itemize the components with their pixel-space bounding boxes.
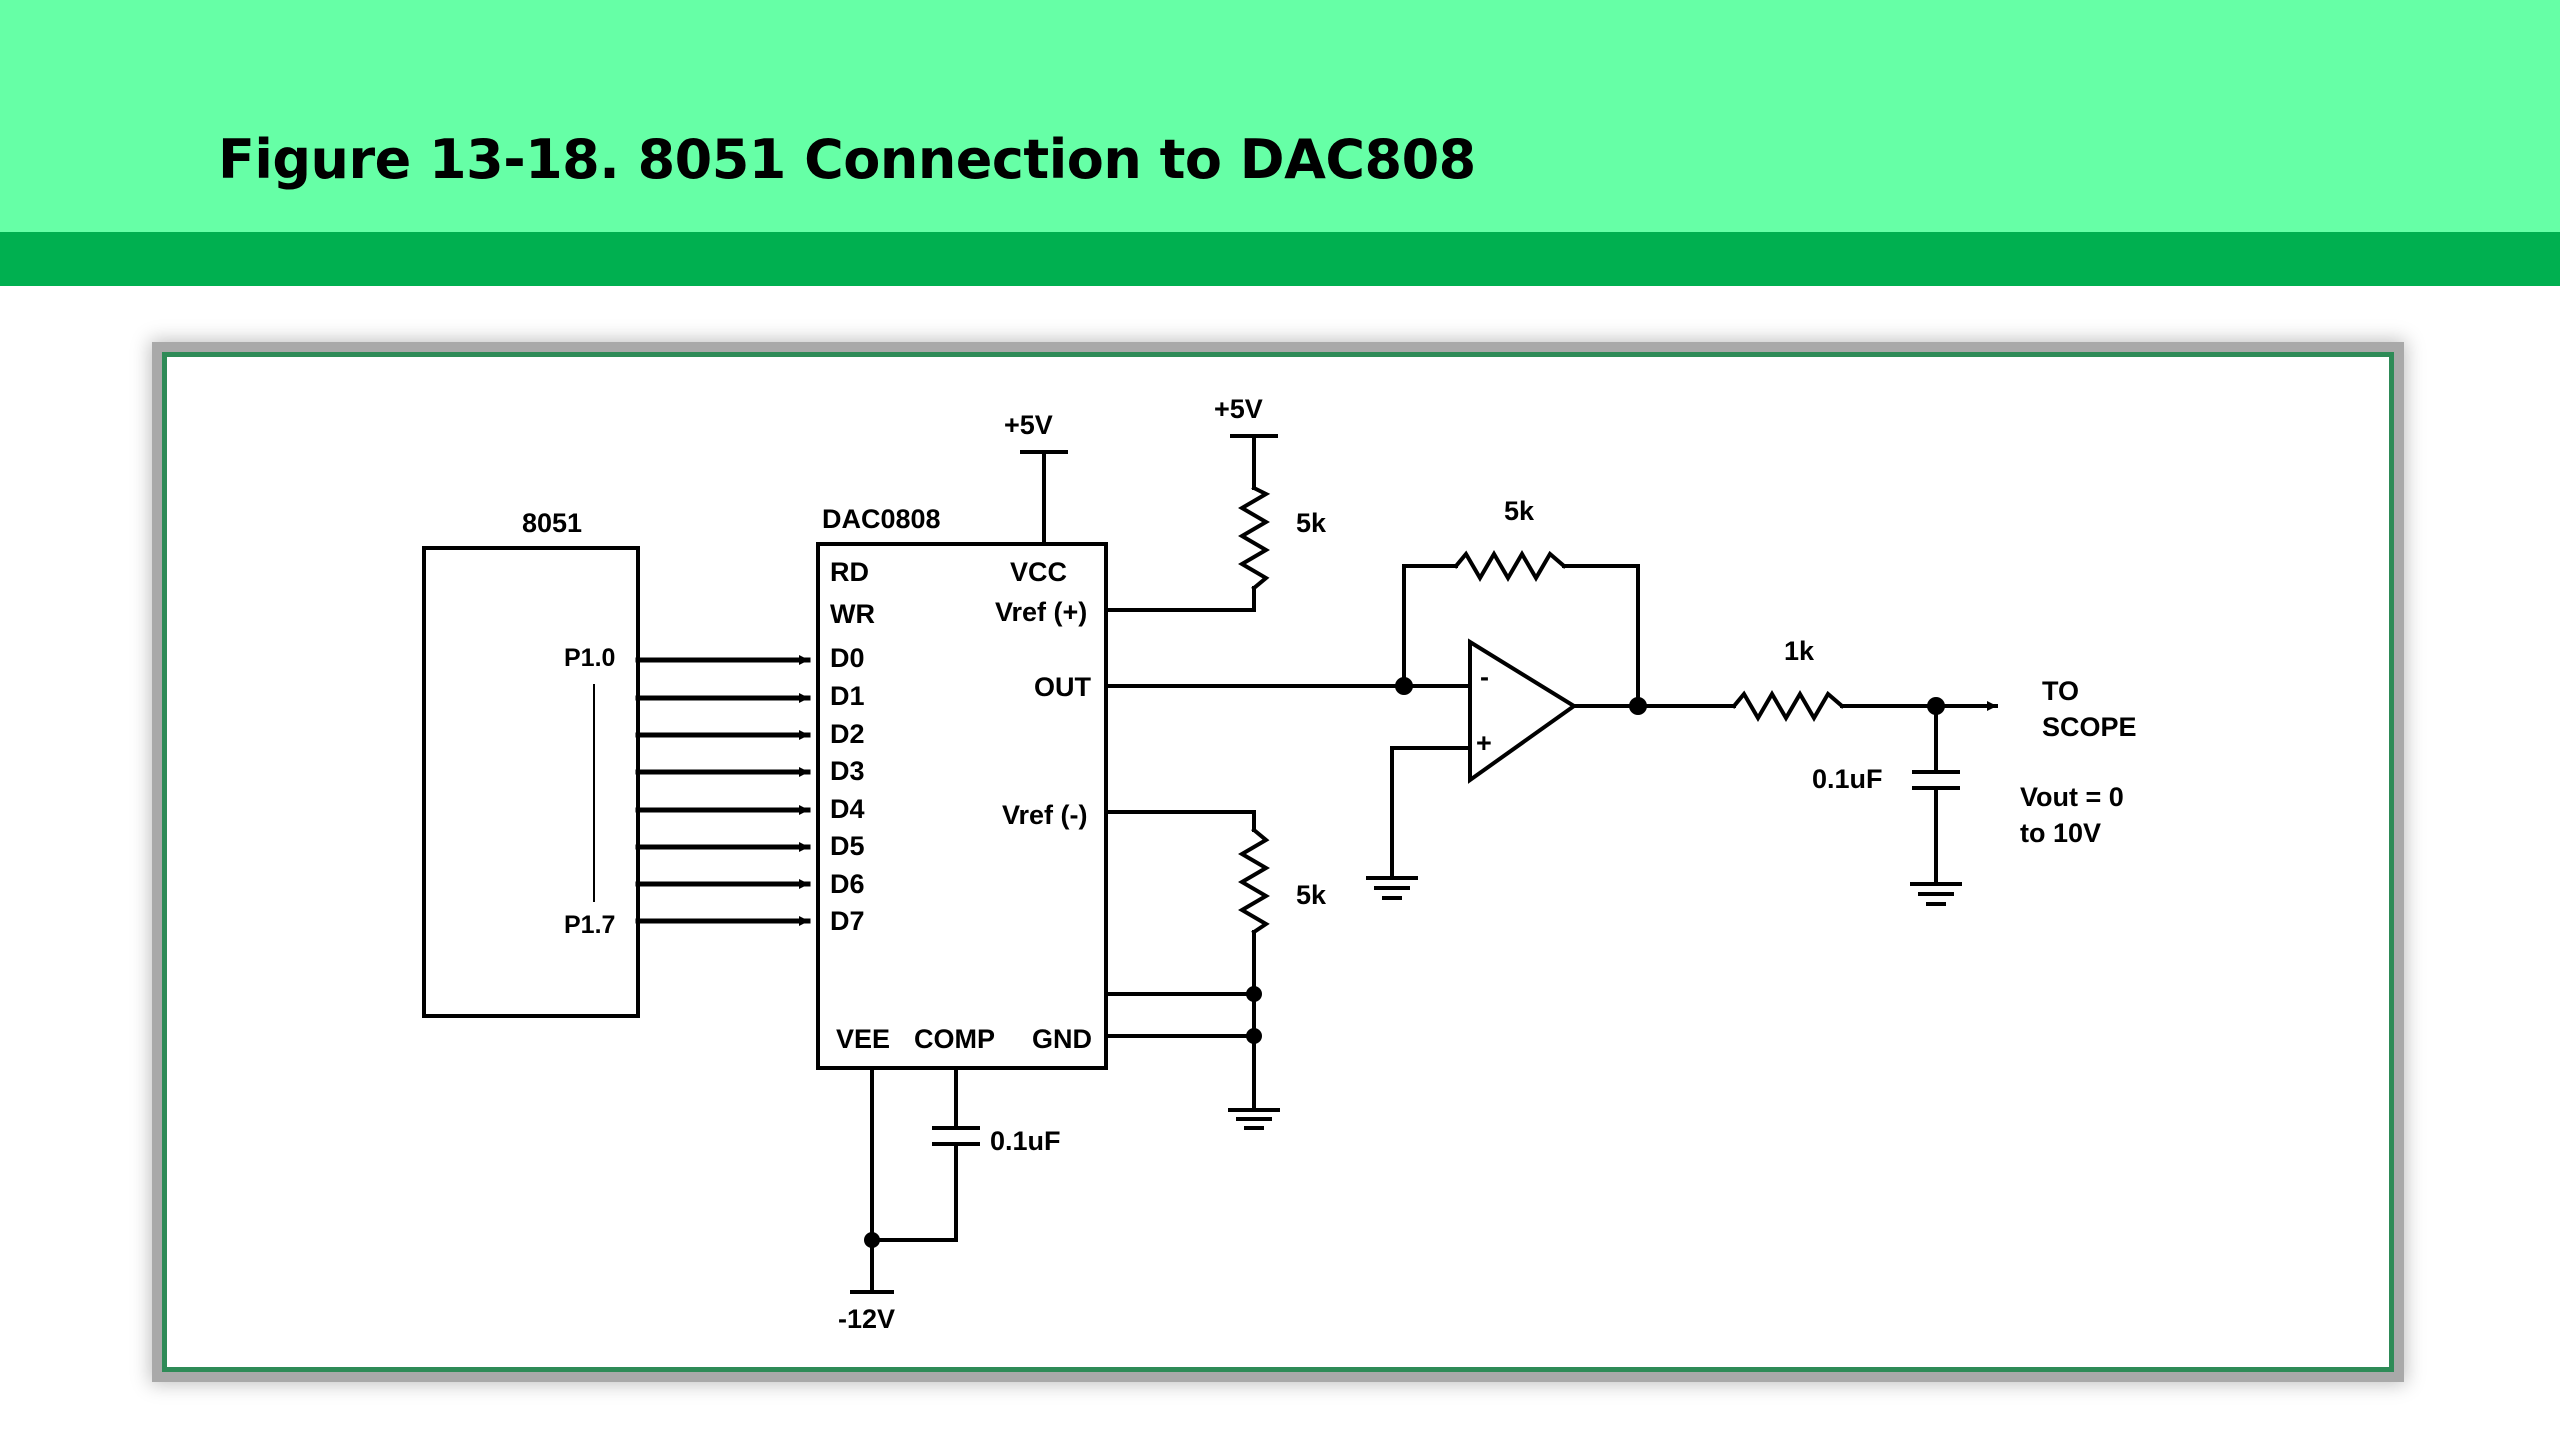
data-bus-arrows [635, 655, 811, 926]
dac-pin-rd: RD [830, 557, 869, 587]
dac-pin-d0: D0 [830, 643, 865, 673]
to-scope-label-line2: SCOPE [2042, 712, 2137, 742]
mcu-8051-block [422, 546, 640, 1018]
vref-neg-resistor-label: 5k [1296, 880, 1327, 910]
output-rc-filter [1731, 690, 1998, 906]
opamp-symbol [1366, 638, 1736, 900]
dac-pin-wr: WR [830, 599, 875, 629]
vee-supply-label: -12V [838, 1304, 895, 1334]
vcc-supply-label: +5V [1004, 410, 1053, 440]
comp-capacitor-label: 0.1uF [990, 1126, 1061, 1156]
feedback-resistor-label: 5k [1504, 496, 1535, 526]
vee-comp-network [850, 1066, 980, 1294]
dac-pin-out: OUT [1034, 672, 1092, 702]
vref-pos-supply-label: +5V [1214, 394, 1263, 424]
mcu-8051-label: 8051 [522, 508, 582, 538]
dac-pin-d2: D2 [830, 719, 865, 749]
vref-neg-network [1104, 810, 1280, 1130]
opamp-plus-label: + [1476, 728, 1492, 758]
dac0808-label: DAC0808 [822, 504, 941, 534]
header-band [0, 0, 2560, 232]
vcc-supply [1020, 450, 1068, 546]
dac-pin-gnd: GND [1032, 1024, 1092, 1054]
dac-pin-vref-neg: Vref (-) [1002, 800, 1088, 830]
to-scope-label-line1: TO [2042, 676, 2079, 706]
opamp-minus-label: - [1480, 662, 1489, 692]
mcu-pin-p1-7: P1.7 [564, 911, 615, 939]
vout-range-line1: Vout = 0 [2020, 782, 2124, 812]
dac-pin-vcc: VCC [1010, 557, 1067, 587]
dac-pin-d4: D4 [830, 794, 865, 824]
dac-pin-d5: D5 [830, 831, 865, 861]
dac-pin-d6: D6 [830, 869, 865, 899]
vref-pos-resistor-label: 5k [1296, 508, 1327, 538]
output-capacitor-label: 0.1uF [1812, 764, 1883, 794]
dac-pin-comp: COMP [914, 1024, 995, 1054]
slide-title: Figure 13-18. 8051 Connection to DAC808 [218, 128, 1476, 191]
header-stripe [0, 232, 2560, 286]
dac-pin-d3: D3 [830, 756, 865, 786]
mcu-pin-p1-0: P1.0 [564, 644, 615, 672]
dac0808-block [816, 542, 1108, 1070]
dac-pin-vref-pos: Vref (+) [995, 597, 1087, 627]
figure-frame [162, 352, 2394, 1372]
vout-range-line2: to 10V [2020, 818, 2101, 848]
dac-pin-d1: D1 [830, 681, 865, 711]
dac-pin-d7: D7 [830, 906, 865, 936]
out-to-opamp [1104, 550, 1640, 708]
dac-pin-vee: VEE [836, 1024, 890, 1054]
output-resistor-label: 1k [1784, 636, 1815, 666]
vref-pos-network [1104, 434, 1278, 612]
